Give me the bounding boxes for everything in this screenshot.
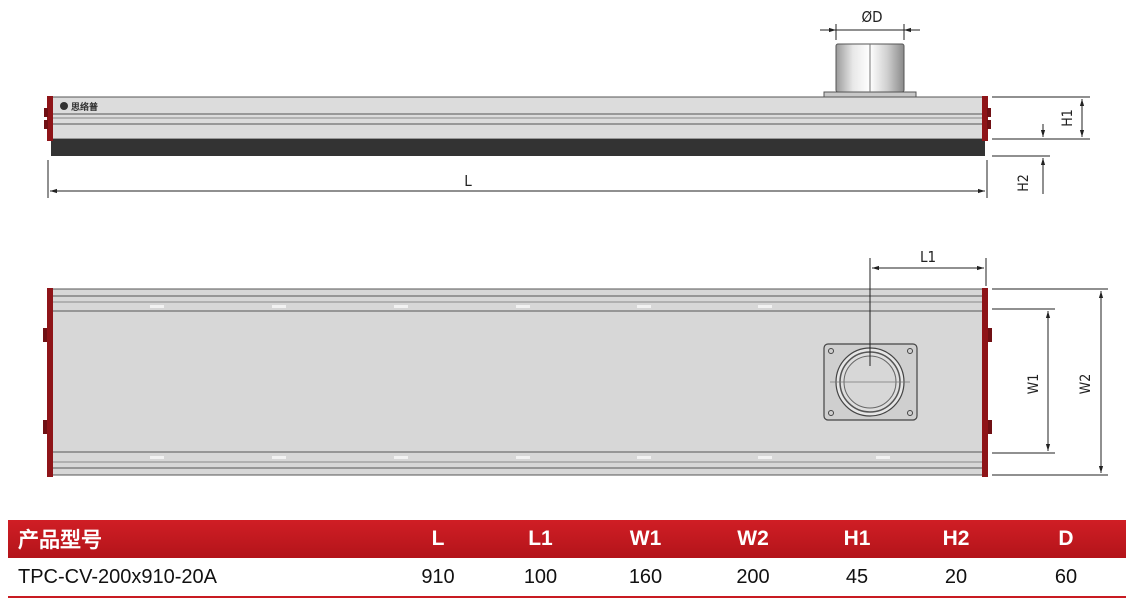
cell-H2: 20 <box>906 558 1006 598</box>
technical-drawing: 思络普 L ØD H1 H2 <box>43 8 1108 477</box>
top-dimensions: L1 W1 W2 <box>869 248 1108 476</box>
cell-model: TPC-CV-200x910-20A <box>8 558 388 598</box>
cell-D: 60 <box>1006 558 1126 598</box>
top-end-cap-left <box>47 288 53 477</box>
cell-W2: 200 <box>698 558 808 598</box>
outlet-flange <box>823 343 918 421</box>
logo-icon <box>60 102 68 110</box>
table-row: TPC-CV-200x910-20A 910 100 160 200 45 20… <box>8 558 1126 598</box>
cell-L: 910 <box>388 558 488 598</box>
outlet-cylinder <box>823 43 917 99</box>
side-view: 思络普 <box>44 43 991 156</box>
header-L1: L1 <box>488 520 593 558</box>
cell-H1: 45 <box>808 558 906 598</box>
dim-label-W1: W1 <box>1026 374 1042 394</box>
header-H2: H2 <box>906 520 1006 558</box>
dim-label-L1: L1 <box>920 248 936 266</box>
end-cap-left <box>47 96 53 141</box>
dim-label-H2: H2 <box>1016 174 1032 192</box>
brand-logo-text: 思络普 <box>71 101 98 113</box>
dim-label-H1: H1 <box>1060 109 1076 127</box>
header-L: L <box>388 520 488 558</box>
spec-table-header-row: 产品型号 L L1 W1 W2 H1 H2 D <box>8 520 1126 558</box>
header-W2: W2 <box>698 520 808 558</box>
spec-table: 产品型号 L L1 W1 W2 H1 H2 D TPC-CV-200x910-2… <box>8 520 1126 598</box>
side-dimensions: L ØD H1 H2 <box>47 8 1090 198</box>
dim-label-diameter: ØD <box>861 8 882 26</box>
top-view <box>43 288 992 477</box>
end-cap-right <box>982 96 988 141</box>
base-strip <box>51 139 985 156</box>
header-H1: H1 <box>808 520 906 558</box>
header-W1: W1 <box>593 520 698 558</box>
dim-label-L: L <box>464 172 472 190</box>
header-model: 产品型号 <box>8 520 388 558</box>
cell-L1: 100 <box>488 558 593 598</box>
top-end-cap-right <box>982 288 988 477</box>
header-D: D <box>1006 520 1126 558</box>
cell-W1: 160 <box>593 558 698 598</box>
dim-label-W2: W2 <box>1078 374 1094 394</box>
